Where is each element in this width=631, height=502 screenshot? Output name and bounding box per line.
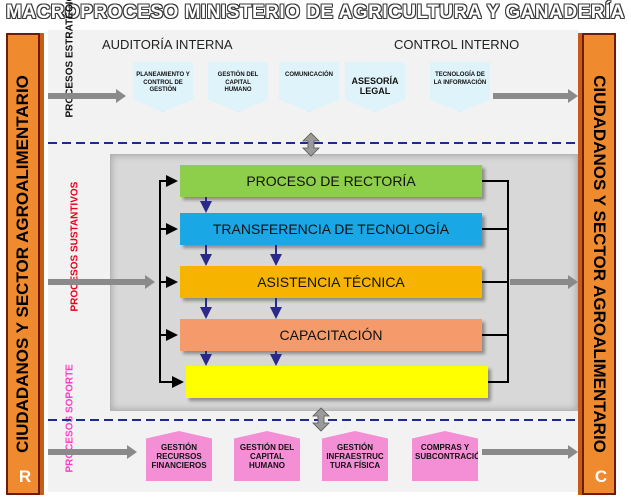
support-process-financial: GESTIÓN RECURSOS FINANCIEROS [146,431,212,481]
bar-rectoria: PROCESO DE RECTORÍA [180,165,482,197]
right-stakeholder-bar: CIUDADANOS Y SECTOR AGROALIMENTARIO C [582,33,616,495]
strategic-process-planning: PLANEAMIENTO Y CONTROL DE GESTIÓN [133,62,193,112]
support-process-purchasing: COMPRAS Y SUBCONTRACIÓN [412,431,478,481]
support-process-infrastructure: GESTIÓN INFRAESTRUC TURA FÍSICA [322,431,388,481]
bar-training: CAPACITACIÓN [180,319,482,351]
strategic-process-it: TECNOLOGÍA DE LA INFORMACIÓN [430,62,490,112]
bar-technical-assistance: ASISTENCIA TÉCNICA [180,266,482,298]
page-title: MACROPROCESO MINISTERIO DE AGRICULTURA Y… [6,2,625,23]
bar-empty [186,366,488,398]
strategic-process-legal: ASESORÍA LEGAL [345,62,405,112]
internal-audit-header: AUDITORÍA INTERNA [102,37,233,52]
double-arrow-bottom [312,407,330,432]
strategic-process-communication: COMUNICACIÓN [279,62,339,112]
strategic-process-human-capital: GESTIÓN DEL CAPITAL HUMANO [208,62,268,112]
right-corner-letter: C [594,467,608,486]
left-side-shadow [38,33,44,495]
internal-control-header: CONTROL INTERNO [394,37,520,52]
right-side-shadow [578,33,584,495]
bar-technology-transfer: TRANSFERENCIA DE TECNOLOGÍA [180,213,482,245]
support-process-human-capital: GESTIÓN DEL CAPITAL HUMANO [234,431,300,481]
left-stakeholder-bar: CIUDADANOS Y SECTOR AGROALIMENTARIO R [6,33,40,495]
left-corner-letter: R [18,467,32,486]
double-arrow-top [302,132,320,157]
